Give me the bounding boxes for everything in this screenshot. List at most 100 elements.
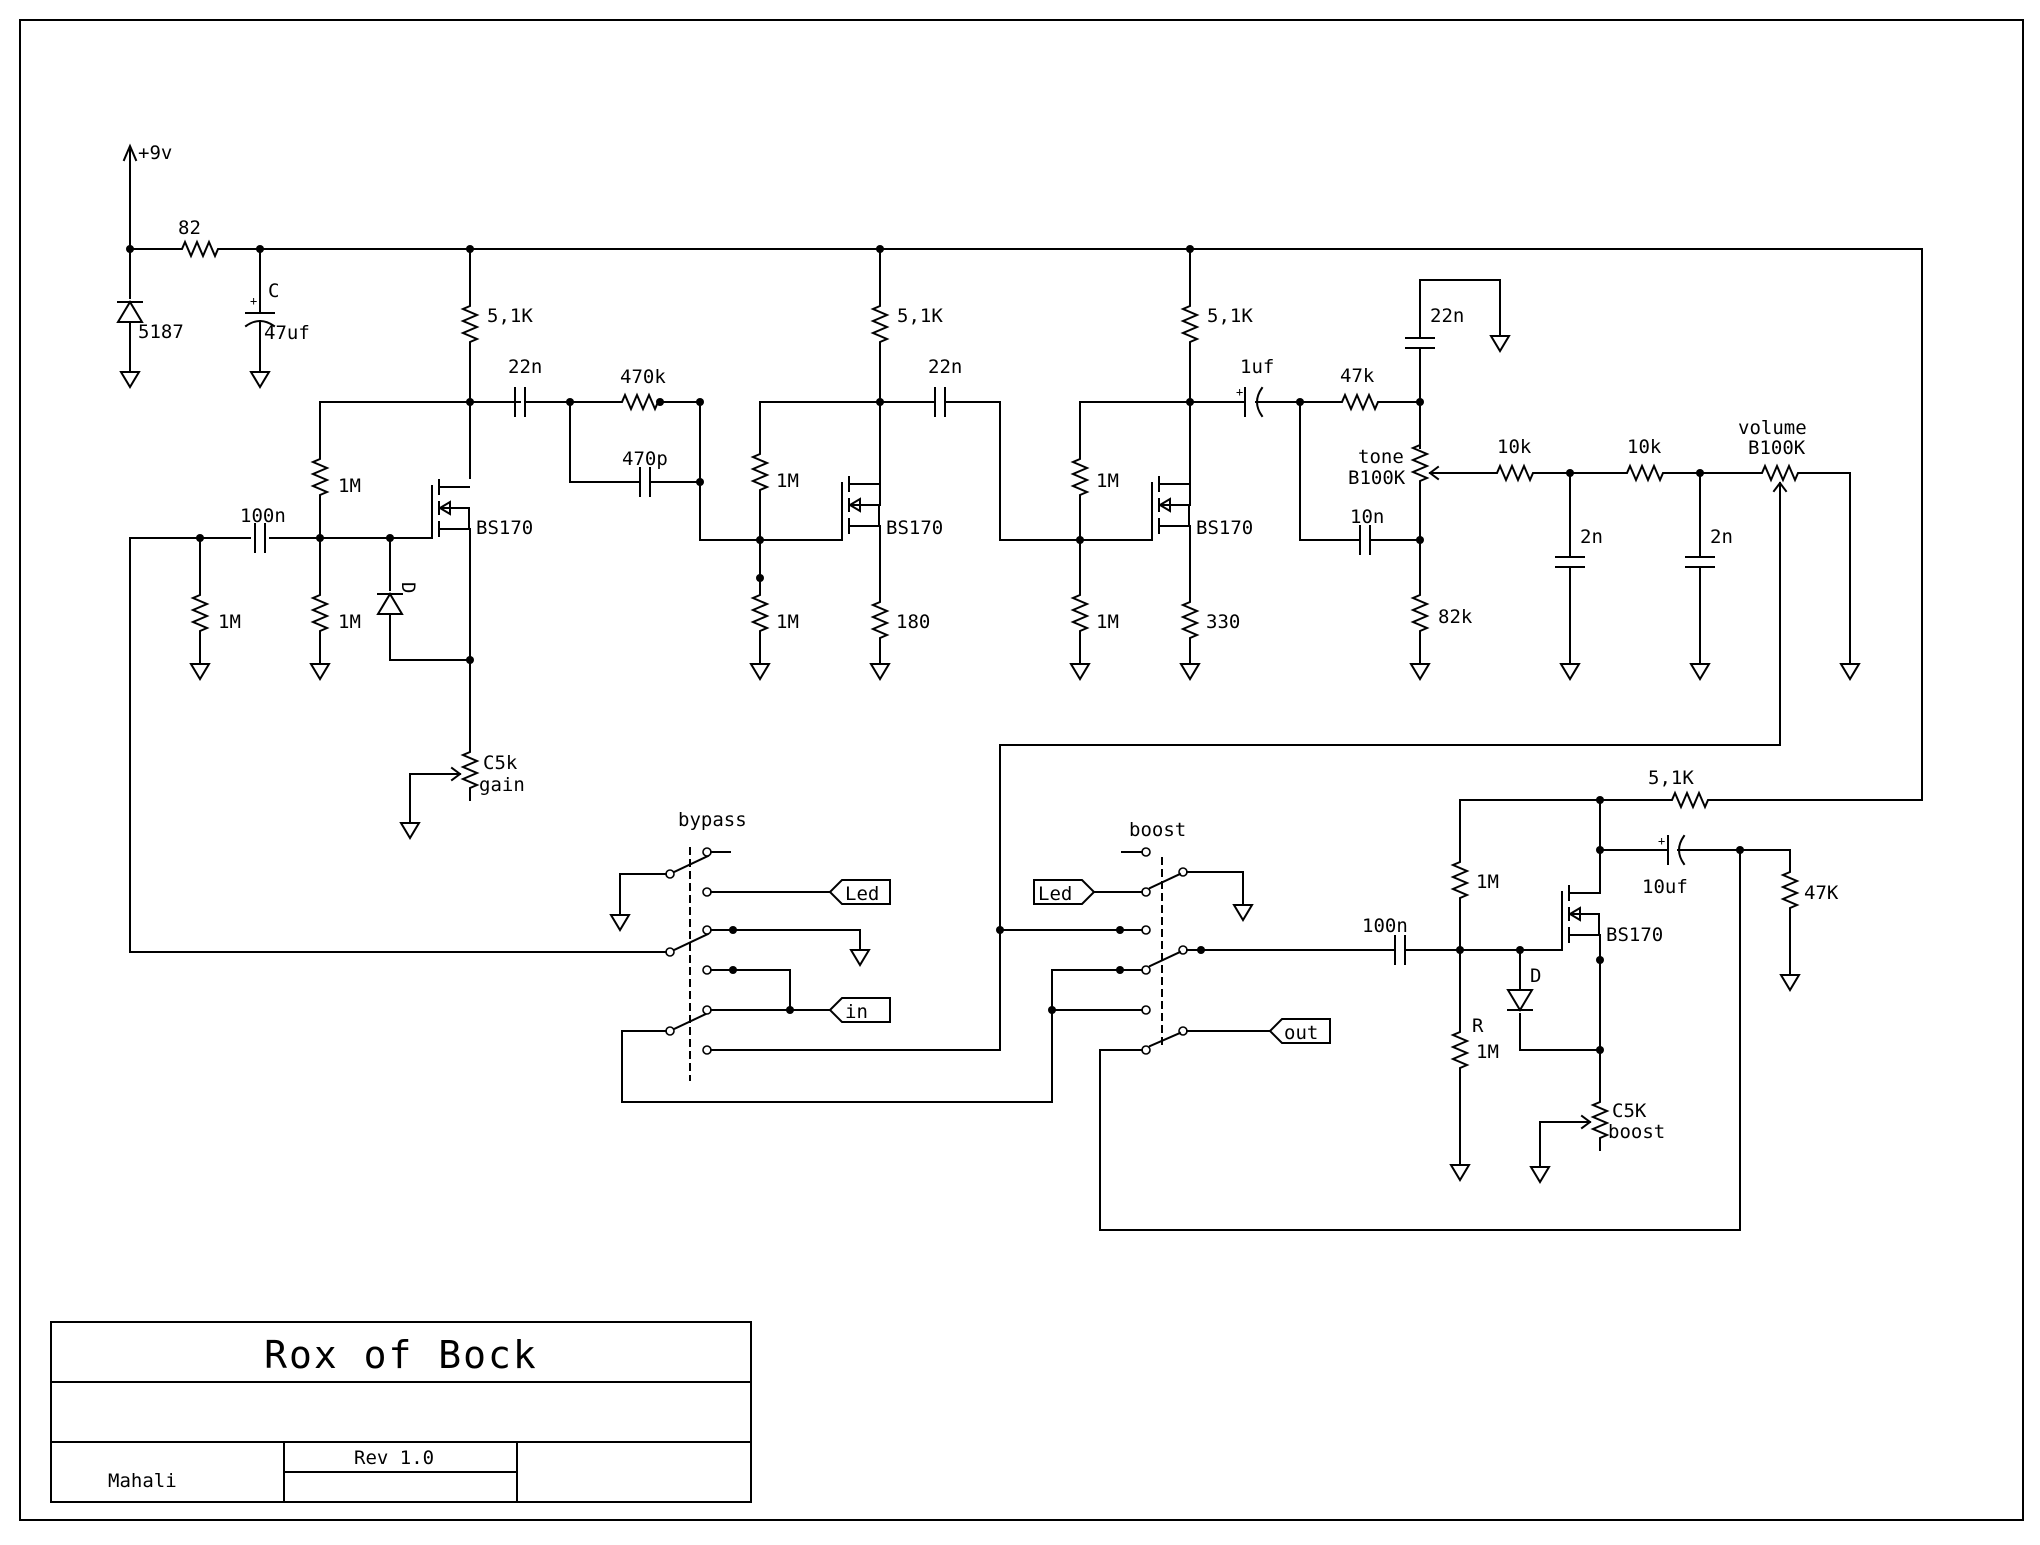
polarity-mark: +	[1658, 834, 1665, 848]
boost-bias-ref: R	[1472, 1015, 1484, 1037]
filter-r1-label: 10k	[1497, 436, 1532, 458]
input-cap-label: 100n	[240, 505, 286, 527]
mosfet-label: BS170	[476, 517, 533, 539]
drain-resistor	[462, 293, 478, 355]
zener-label: 5187	[138, 321, 184, 343]
in-port[interactable]: in	[828, 997, 891, 1023]
gain-pot-label: C5k	[483, 752, 518, 774]
gain-stage-3: 5,1K 1M 1M BS170 330 + 1uf	[999, 245, 1331, 680]
boost-bias-top	[1452, 849, 1468, 911]
boost-input-cap	[1394, 935, 1406, 965]
ground-icon	[190, 663, 210, 680]
tone-pot	[1412, 432, 1428, 494]
polarity-mark: +	[250, 294, 257, 308]
tone-series-label: 47k	[1340, 365, 1375, 387]
ground-icon	[1410, 663, 1430, 680]
filter-c1-label: 2n	[1580, 526, 1603, 548]
tone-stack: 47k 10n 22n tone B100K 82k 10k 10k	[999, 279, 1860, 746]
volume-pot	[1749, 465, 1811, 481]
source-resistor	[872, 589, 888, 651]
input-resistor-label: 1M	[218, 611, 241, 633]
ground-icon	[1070, 663, 1090, 680]
ground-icon	[120, 371, 140, 388]
boost-switch-label: boost	[1129, 819, 1186, 841]
sheet-border	[19, 19, 2024, 1521]
bias-resistor-top	[312, 446, 328, 508]
filter-c2-label: 2n	[1710, 526, 1733, 548]
ground-icon	[870, 663, 890, 680]
filter-resistor-2	[1614, 465, 1676, 481]
coupling-cap-label: 1uf	[1240, 356, 1274, 378]
feedback-cap-label: 470p	[622, 448, 668, 470]
tone-bottom-resistor-label: 82k	[1438, 606, 1473, 628]
bias-bottom-label: 1M	[338, 611, 361, 633]
coupling-cap-label: 22n	[508, 356, 542, 378]
mosfet-q1	[431, 479, 470, 537]
tone-series-resistor	[1329, 394, 1391, 410]
boost-input-cap-label: 100n	[1362, 915, 1408, 937]
tone-bottom-cap-label: 10n	[1350, 506, 1384, 528]
bypass-switch-label: bypass	[678, 809, 747, 831]
ground-icon	[1780, 974, 1800, 991]
ground-icon	[1530, 1166, 1550, 1183]
mosfet-q2	[841, 476, 880, 534]
supply-resistor-label: 82	[178, 217, 201, 239]
gain-stage-2: 5,1K 1M 1M BS170 180 22n	[699, 245, 1001, 680]
bias-top-label: 1M	[1096, 470, 1119, 492]
revision-label: Rev 1.0	[354, 1447, 434, 1469]
ground-icon	[310, 663, 330, 680]
boost-drain-label: 5,1K	[1648, 767, 1694, 789]
led-port-1-label: Led	[845, 883, 879, 905]
volume-pot-name: volume	[1738, 417, 1807, 439]
title-block: Rox of Bock Mahali Rev 1.0	[50, 1321, 752, 1503]
led-port-1: Led	[828, 879, 891, 905]
tone-bottom-resistor	[1412, 582, 1428, 644]
ground-icon	[610, 914, 630, 931]
led-port-2-label: Led	[1038, 883, 1072, 905]
tone-top-cap	[1405, 337, 1435, 349]
filter-cap-ref: C	[268, 280, 279, 302]
ground-icon	[750, 663, 770, 680]
led-port-2: Led	[1033, 879, 1096, 905]
feedback-resistor-label: 470k	[620, 366, 666, 388]
ground-icon	[400, 822, 420, 839]
source-resistor-label: 330	[1206, 611, 1240, 633]
boost-switch[interactable]: boost	[996, 819, 1741, 1231]
bias-bottom-label: 1M	[1096, 611, 1119, 633]
coupling-cap-2	[934, 387, 946, 417]
filter-resistor-1	[1484, 465, 1546, 481]
boost-pot-name: boost	[1608, 1121, 1665, 1143]
tone-top-cap-label: 22n	[1430, 305, 1464, 327]
bypass-switch[interactable]: bypass	[129, 537, 1053, 1103]
supply-arrow-icon	[122, 143, 138, 162]
source-resistor	[1182, 589, 1198, 651]
boost-stage: 5,1K 1M R 1M 100n BS170 D C5K boo	[1200, 248, 1923, 1231]
mosfet-q3	[1151, 476, 1190, 534]
bias-resistor-top	[752, 441, 768, 503]
volume-pot-value: B100K	[1748, 437, 1806, 459]
gain-stage-1: 5,1K 1M 1M 100n 1M BS170 D	[129, 245, 704, 839]
out-port[interactable]: out	[1268, 1018, 1331, 1044]
filter-r2-label: 10k	[1627, 436, 1662, 458]
ground-icon	[850, 949, 870, 966]
ground-icon	[250, 371, 270, 388]
tone-bottom-cap	[1359, 525, 1371, 555]
gain-pot-name: gain	[479, 774, 525, 796]
ground-icon	[1690, 663, 1710, 680]
boost-diode-label: D	[1530, 965, 1541, 987]
diode-label: D	[397, 582, 419, 593]
bias-resistor-top	[1072, 446, 1088, 508]
bias-resistor-bottom	[1072, 582, 1088, 644]
boost-bias-top-label: 1M	[1476, 871, 1499, 893]
polarity-mark: +	[1236, 385, 1243, 399]
feedback-cap	[639, 467, 651, 497]
protection-diode	[377, 593, 403, 615]
drain-resistor-label: 5,1K	[487, 305, 533, 327]
out-port-label: out	[1284, 1022, 1318, 1044]
filter-cap-2	[1685, 556, 1715, 568]
mosfet-label: BS170	[1196, 517, 1253, 539]
gain-pot	[462, 739, 478, 801]
ground-icon	[1560, 663, 1580, 680]
